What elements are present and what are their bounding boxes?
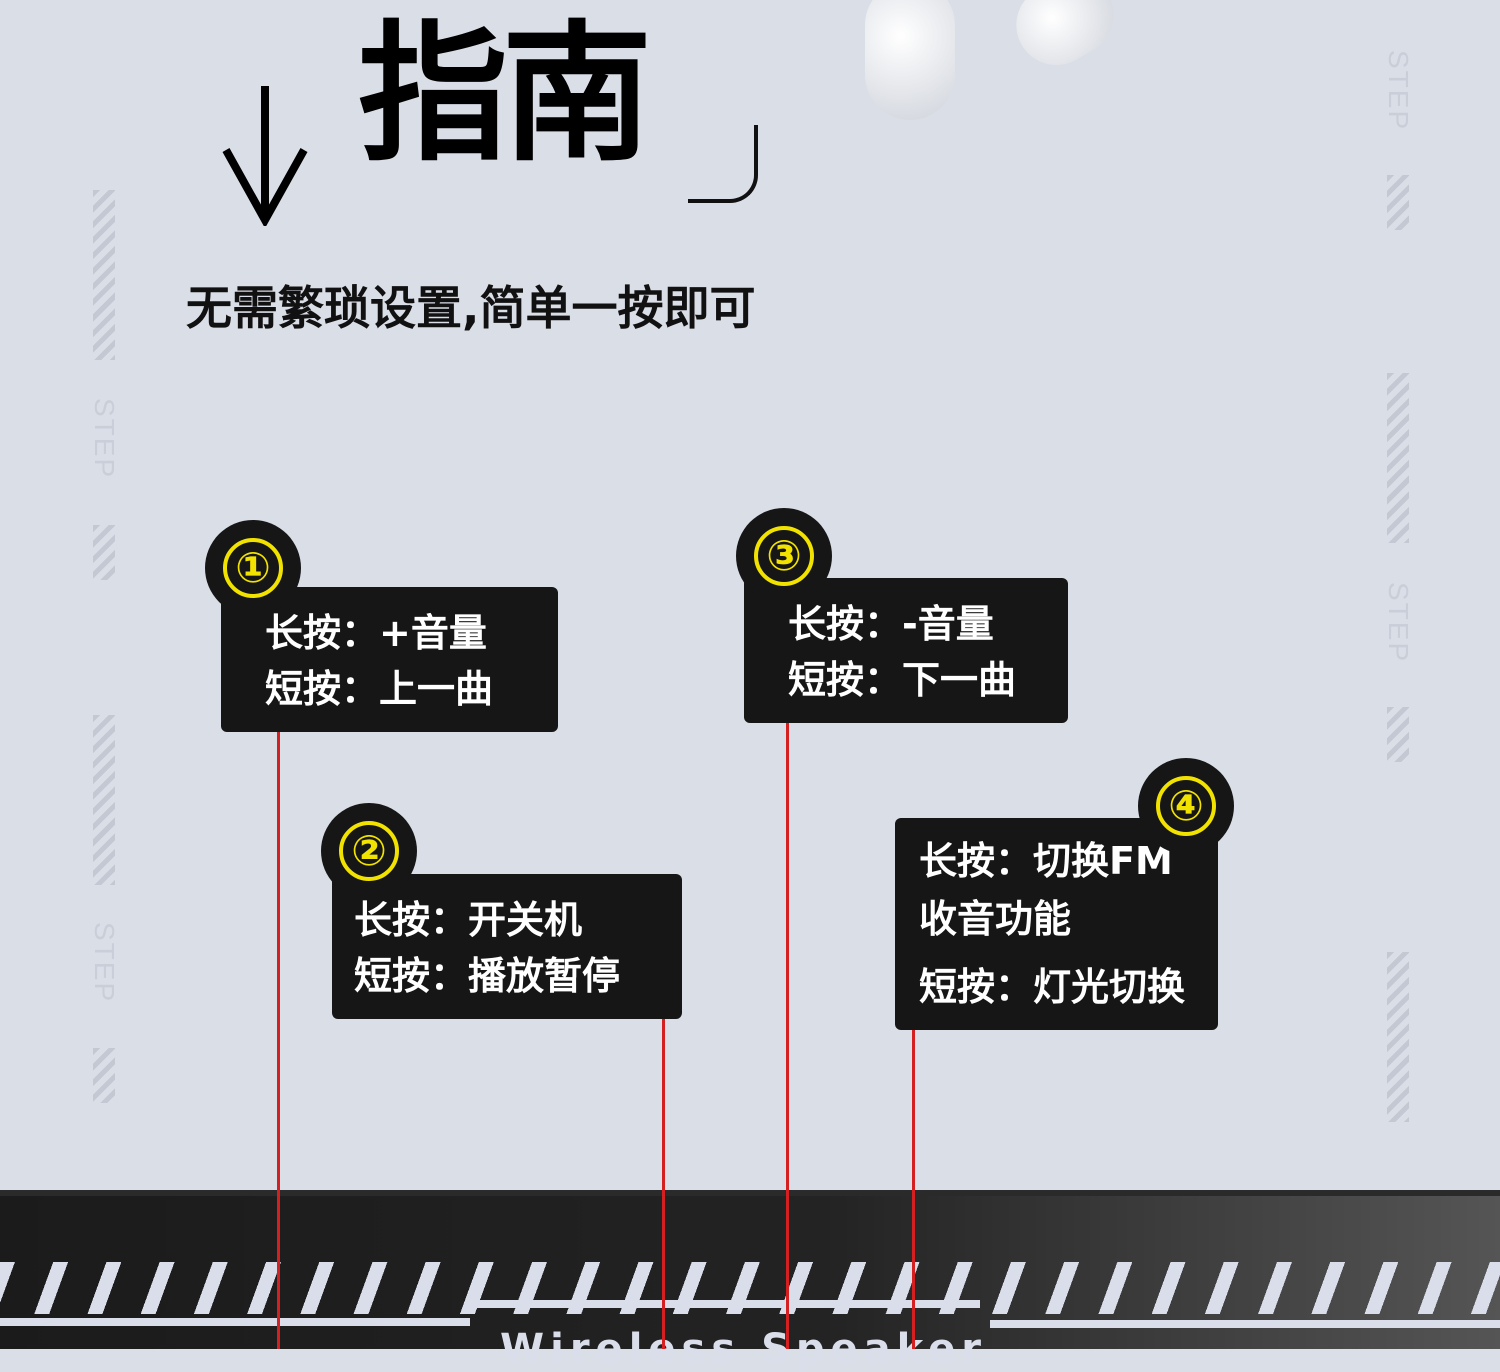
leader-line-1 [277,720,280,1349]
rail-line [0,1318,470,1326]
step-label: STEP [1383,582,1414,664]
callout-step-1: 长按：+音量 短按：上一曲 [221,587,558,732]
subtitle: 无需繁琐设置,简单一按即可 [186,281,756,335]
callout-line: 长按：+音量 [265,611,487,655]
step-badge-4: ④ [1138,758,1234,854]
callout-line: 长按：-音量 [788,602,994,646]
step-badge-1: ① [205,520,301,616]
leader-line-2 [662,1010,665,1349]
hatch-decor [1387,952,1409,1122]
rail-line [470,1300,980,1308]
callout-line: 短按：下一曲 [788,658,1017,702]
arrow-down-icon [222,86,308,226]
product-image-earbuds [855,0,1129,130]
hatch-decor [93,525,115,580]
title-bracket [688,125,758,203]
callout-step-4: 长按：切换FM 收音功能 短按：灯光切换 [895,818,1218,1030]
hatch-decor [1387,175,1409,230]
hatch-decor [93,1048,115,1103]
hatch-decor [1387,373,1409,543]
leader-line-4 [912,1020,915,1349]
callout-line: 短按：上一曲 [265,667,494,711]
step-badge-2: ② [321,803,417,899]
page-title: 指南 [358,8,652,182]
hatch-decor [1387,707,1409,762]
hatch-decor [93,715,115,885]
step-badge-3: ③ [736,508,832,604]
rail-line [990,1320,1500,1328]
callout-line: 短按：灯光切换 [919,965,1186,1009]
callout-line: 长按：切换FM [919,839,1173,883]
hatch-decor [93,190,115,360]
step-label: STEP [89,922,120,1004]
leader-line-3 [786,710,789,1349]
step-label: STEP [89,398,120,480]
callout-line: 收音功能 [919,897,1072,941]
callout-step-2: 长按：开关机 短按：播放暂停 [332,874,682,1019]
callout-line: 短按：播放暂停 [354,954,621,998]
step-label: STEP [1383,50,1414,132]
callout-step-3: 长按：-音量 短按：下一曲 [744,578,1068,723]
callout-line: 长按：开关机 [354,898,583,942]
